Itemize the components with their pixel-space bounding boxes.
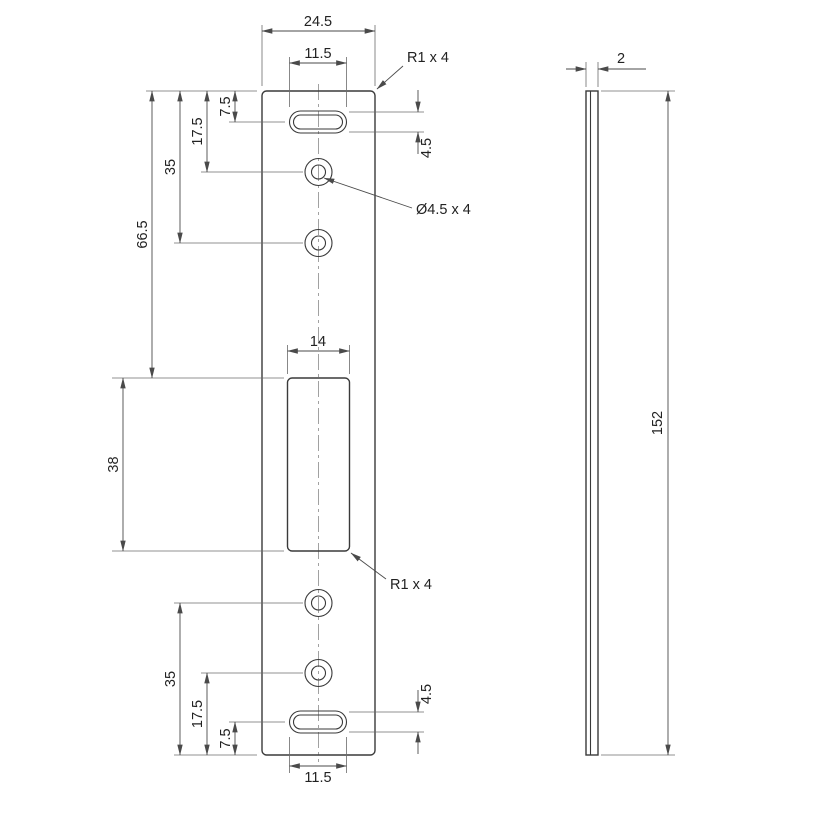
note-corner-radius-top: R1 x 4 [376,50,449,90]
dim-cutout-height: 38 [106,377,284,552]
side-profile-outline [585,90,599,756]
hole-4-countersink [304,658,333,688]
hole-1-bore [310,164,327,180]
dim-label: 4.5 [419,138,435,158]
hole-4-bore [310,665,327,681]
note-corner-radius-cutout: R1 x 4 [350,552,432,593]
hole-3-bore [310,595,327,611]
dim-label: 4.5 [419,684,435,704]
note-hole-diameter: Ø4.5 x 4 [323,177,471,218]
dim-cutout-width: 14 [287,334,350,374]
dim-bottom-slot-width: 11.5 [289,737,347,786]
top-slot-outer [288,110,348,134]
dim-label: 2 [617,51,625,67]
dim-cutout-offset: 66.5 [112,90,284,379]
dim-label: 24.5 [304,14,332,30]
dim-top-slot-width: 11.5 [289,46,347,107]
hole-1 [304,157,333,187]
top-slot-inner [292,114,344,130]
bottom-slot-outer [288,710,348,734]
dim-thickness: 2 [566,51,646,87]
dim-top-slot-offset: 7.5 [218,90,285,123]
hole-2-bore [310,235,327,251]
dim-height: 152 [601,90,675,756]
dim-label: 7.5 [218,728,234,748]
plate-outline [261,90,376,756]
bottom-slot-inner [292,714,344,730]
note-label: Ø4.5 x 4 [416,202,471,218]
dim-label: 11.5 [304,770,331,786]
top-slot [288,110,348,134]
hole-4 [304,658,333,688]
leader-line [376,65,404,90]
dim-label: 152 [650,411,666,435]
dim-label: 17.5 [190,700,206,728]
leader-line [323,177,413,209]
center-cutout [286,377,351,552]
front-view [261,84,376,762]
hole-2 [304,228,333,258]
dim-bottom-hole2-offset: 17.5 [190,672,303,756]
dim-label: 66.5 [135,220,151,248]
dim-label: 38 [106,456,122,472]
dim-top-slot-height: 4.5 [349,90,435,158]
dim-label: 11.5 [304,46,331,62]
hole-1-countersink [304,157,333,187]
hole-3 [304,588,333,618]
note-label: R1 x 4 [390,577,432,593]
dim-bottom-hole1-offset: 35 [163,602,303,756]
dim-label: 17.5 [190,117,206,145]
dim-top-hole1-offset: 17.5 [190,90,303,173]
dim-top-hole2-offset: 35 [163,90,303,244]
hole-2-countersink [304,228,333,258]
side-view [585,90,599,756]
hole-3-countersink [304,588,333,618]
note-label: R1 x 4 [407,50,449,66]
leader-line [350,552,387,580]
dim-overall-width: 24.5 [261,14,376,86]
bottom-slot [288,710,348,734]
dim-bottom-slot-height: 4.5 [349,684,435,754]
dim-label: 7.5 [218,96,234,116]
dim-label: 35 [163,671,179,687]
dim-bottom-slot-offset: 7.5 [218,721,285,756]
dim-label: 35 [163,159,179,175]
dim-label: 14 [310,334,326,350]
